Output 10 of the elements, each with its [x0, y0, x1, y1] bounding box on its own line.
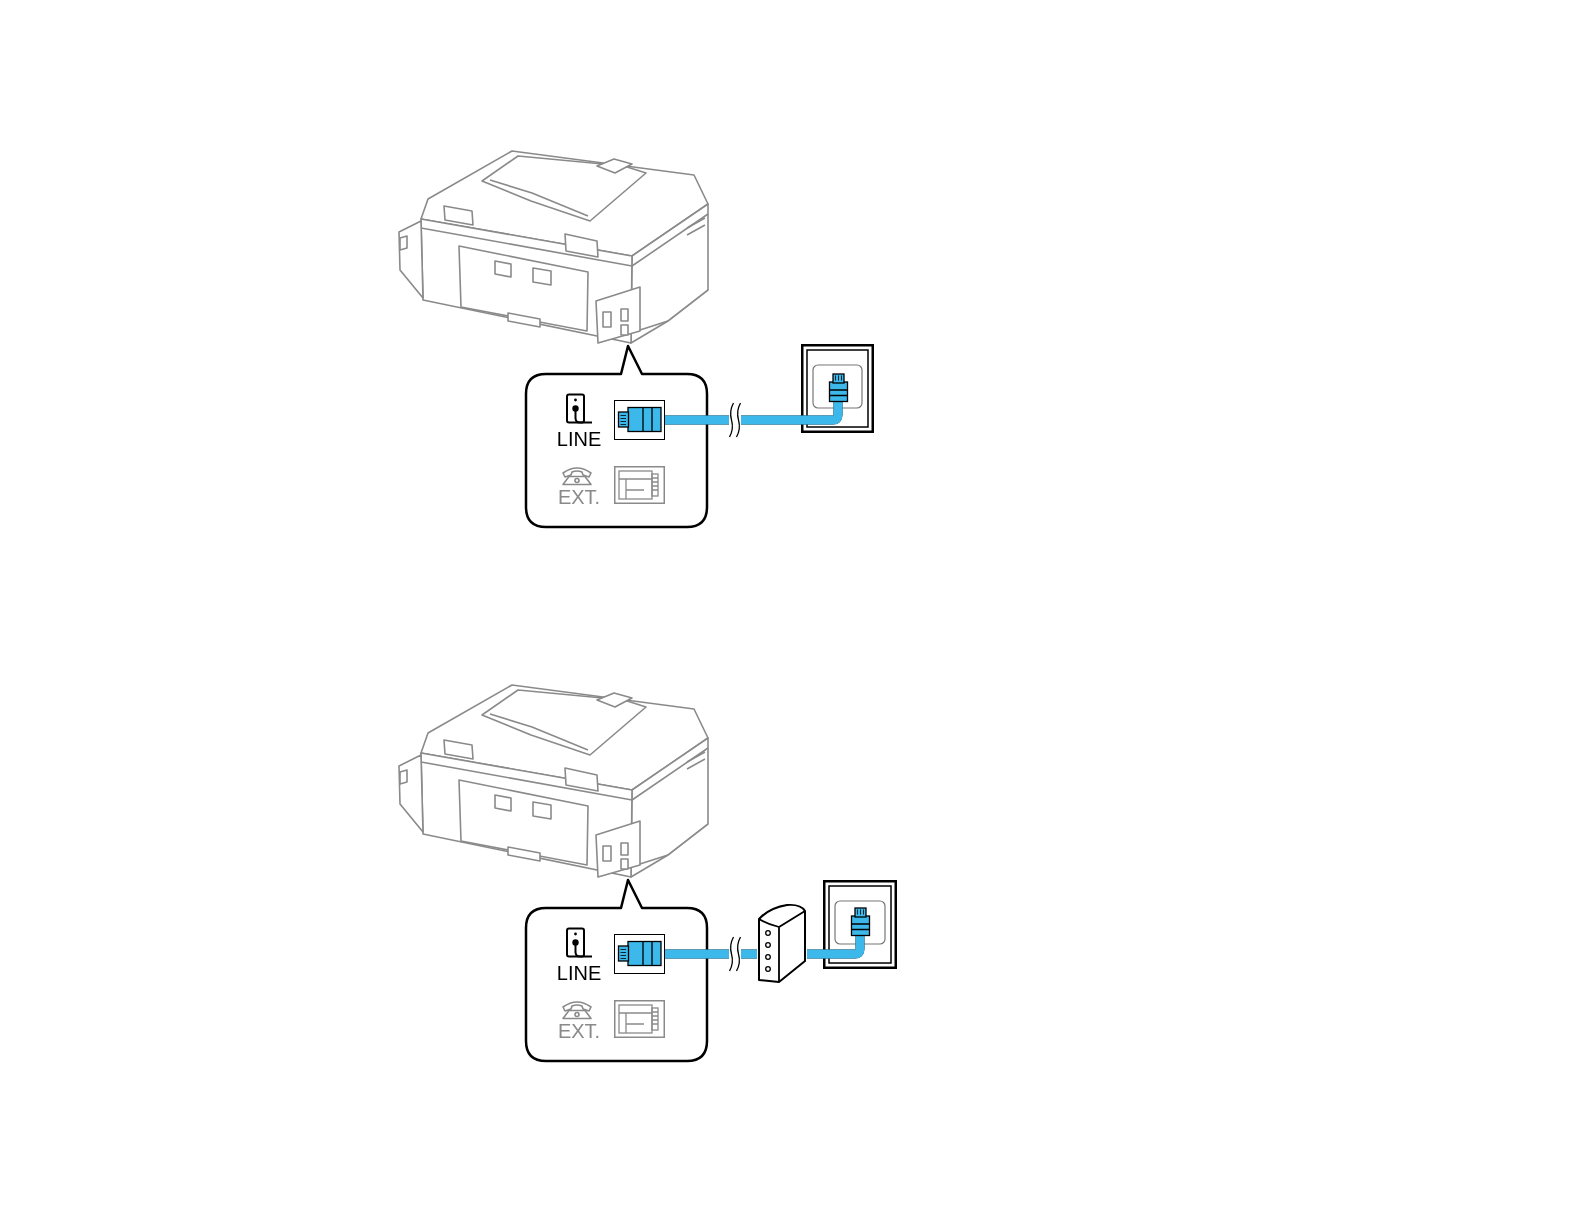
- callout-bubble: [525, 877, 709, 1063]
- port-label: EXT.: [556, 1021, 602, 1041]
- cable: [807, 949, 823, 959]
- filter-box: [757, 903, 807, 984]
- port-label: LINE: [555, 429, 603, 449]
- port-label: EXT.: [556, 487, 602, 507]
- port-label: LINE: [555, 963, 603, 983]
- wall-jack: [823, 880, 897, 969]
- wall-jack: [801, 344, 874, 433]
- callout-bubble: [525, 343, 709, 529]
